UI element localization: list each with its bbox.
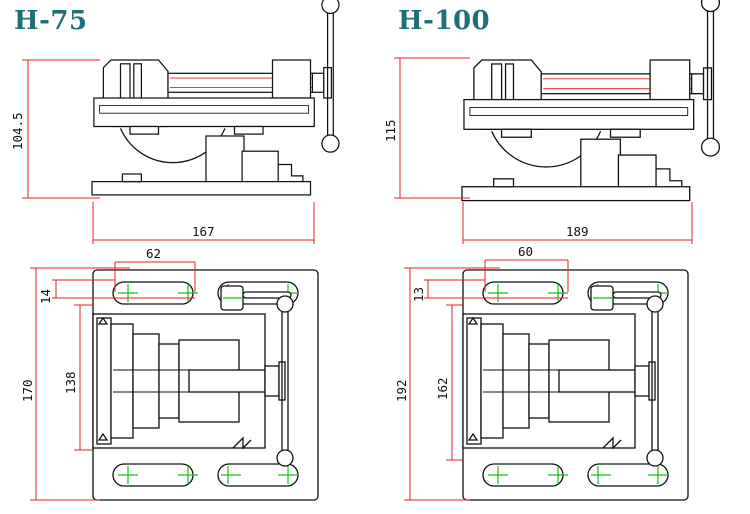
dim-top-spacing-h100: 60 <box>518 244 533 259</box>
model-title-h75: H-75 <box>14 6 88 36</box>
dim-side-length-h75: 167 <box>192 224 215 239</box>
dim-side-length-h100: 189 <box>566 224 589 239</box>
dimensions-h100 <box>394 57 693 501</box>
dim-top-width-h100: 192 <box>394 379 409 402</box>
dim-top-spacing-h75: 62 <box>146 246 161 261</box>
dim-top-inner-h75: 138 <box>63 371 78 394</box>
model-title-h100: H-100 <box>398 6 491 36</box>
dim-side-height-h75: 104.5 <box>10 112 25 150</box>
top-view-h100 <box>462 269 689 501</box>
dim-top-inner-h100: 162 <box>435 377 450 400</box>
side-view-h75 <box>91 0 340 196</box>
dim-side-height-h100: 115 <box>383 119 398 142</box>
side-view-h100 <box>461 0 721 202</box>
dim-top-width-h75: 170 <box>20 379 35 402</box>
dimensions-h75 <box>22 59 315 501</box>
dim-top-offset-h100: 13 <box>411 287 426 302</box>
top-view-h75 <box>92 269 319 501</box>
dim-top-offset-h75: 14 <box>38 289 53 304</box>
